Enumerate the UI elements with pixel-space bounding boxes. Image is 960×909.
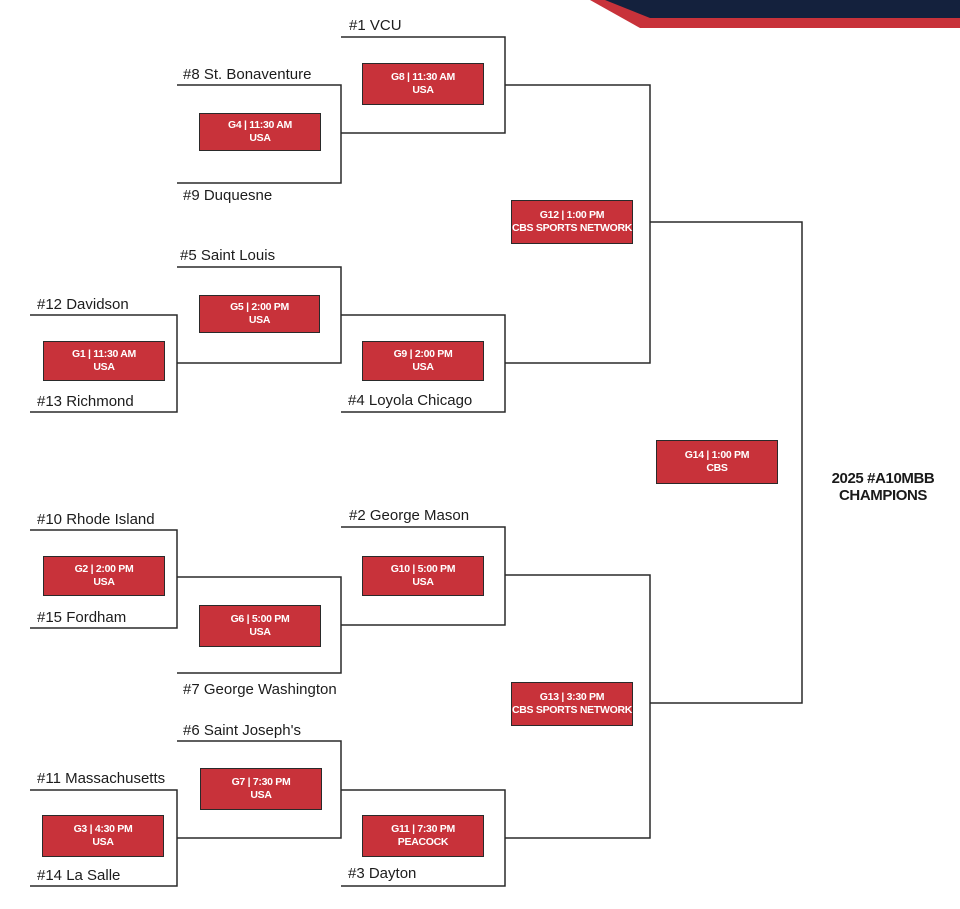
game-time: G14 | 1:00 PM	[684, 449, 750, 461]
team-richmond: #13 Richmond	[37, 393, 134, 410]
team-george-washington: #7 George Washington	[183, 681, 337, 698]
game-box-g14: G14 | 1:00 PM CBS	[656, 440, 778, 484]
team-saint-louis: #5 Saint Louis	[180, 247, 276, 264]
game-network: USA	[249, 132, 271, 144]
game-network: USA	[412, 361, 434, 373]
game-network: USA	[248, 314, 271, 326]
game-box-g2: G2 | 2:00 PM USA	[43, 556, 165, 596]
game-time: G11 | 7:30 PM	[391, 823, 455, 835]
champion-line-2: CHAMPIONS	[838, 487, 928, 504]
line-g14	[650, 221, 803, 704]
game-box-g5: G5 | 2:00 PM USA	[199, 295, 320, 333]
banner-navy-stripe	[605, 0, 960, 18]
game-network: CBS SPORTS NETWORK	[511, 222, 633, 234]
team-massachusetts: #11 Massachusetts	[37, 770, 166, 787]
game-time: G6 | 5:00 PM	[230, 613, 290, 625]
team-loyola-chicago: #4 Loyola Chicago	[348, 392, 473, 409]
team-rhode-island: #10 Rhode Island	[37, 511, 155, 528]
game-time: G12 | 1:00 PM	[539, 209, 605, 221]
game-time: G4 | 11:30 AM	[227, 119, 292, 131]
game-box-g11: G11 | 7:30 PM PEACOCK	[362, 815, 484, 857]
game-time: G7 | 7:30 PM	[231, 776, 291, 788]
game-network: USA	[92, 836, 114, 848]
team-la-salle: #14 La Salle	[37, 867, 121, 884]
team-st-bonaventure: #8 St. Bonaventure	[183, 66, 312, 83]
team-saint-josephs: #6 Saint Joseph's	[183, 722, 301, 739]
game-box-g8: G8 | 11:30 AM USA	[362, 63, 484, 105]
game-time: G2 | 2:00 PM	[74, 563, 134, 575]
line-g13	[505, 574, 651, 839]
line-g6	[177, 576, 342, 674]
game-network: CBS	[706, 462, 728, 474]
team-fordham: #15 Fordham	[37, 609, 127, 626]
game-box-g13: G13 | 3:30 PM CBS SPORTS NETWORK	[511, 682, 633, 726]
game-network: USA	[93, 361, 115, 373]
game-box-g9: G9 | 2:00 PM USA	[362, 341, 484, 381]
game-network: USA	[412, 576, 434, 588]
game-box-g6: G6 | 5:00 PM USA	[199, 605, 321, 647]
line-g2	[30, 529, 178, 629]
game-time: G9 | 2:00 PM	[393, 348, 453, 360]
game-time: G10 | 5:00 PM	[390, 563, 456, 575]
team-dayton: #3 Dayton	[348, 865, 417, 882]
team-george-mason: #2 George Mason	[349, 507, 470, 524]
team-duquesne: #9 Duquesne	[183, 187, 273, 204]
champion-label: 2025 #A10MBB CHAMPIONS	[806, 470, 960, 504]
game-time: G5 | 2:00 PM	[230, 301, 289, 313]
game-box-g4: G4 | 11:30 AM USA	[199, 113, 321, 151]
game-network: PEACOCK	[397, 836, 449, 848]
line-g12	[505, 84, 651, 364]
team-davidson: #12 Davidson	[37, 296, 129, 313]
game-time: G8 | 11:30 AM	[390, 71, 455, 83]
game-time: G3 | 4:30 PM	[73, 823, 133, 835]
game-network: CBS SPORTS NETWORK	[511, 704, 633, 716]
game-network: USA	[250, 789, 272, 801]
game-box-g3: G3 | 4:30 PM USA	[42, 815, 164, 857]
game-box-g1: G1 | 11:30 AM USA	[43, 341, 165, 381]
champion-line-1: 2025 #A10MBB	[831, 470, 935, 487]
game-time: G1 | 11:30 AM	[71, 348, 136, 360]
game-box-g12: G12 | 1:00 PM CBS SPORTS NETWORK	[511, 200, 633, 244]
game-network: USA	[93, 576, 115, 588]
line-g3	[30, 789, 178, 887]
line-g10	[341, 526, 506, 626]
line-g4	[177, 84, 342, 184]
team-vcu: #1 VCU	[349, 17, 402, 34]
game-box-g7: G7 | 7:30 PM USA	[200, 768, 322, 810]
line-g1	[30, 314, 178, 413]
banner-stripe	[590, 0, 960, 28]
game-box-g10: G10 | 5:00 PM USA	[362, 556, 484, 596]
game-network: USA	[412, 84, 434, 96]
game-network: USA	[249, 626, 271, 638]
game-time: G13 | 3:30 PM	[539, 691, 605, 703]
